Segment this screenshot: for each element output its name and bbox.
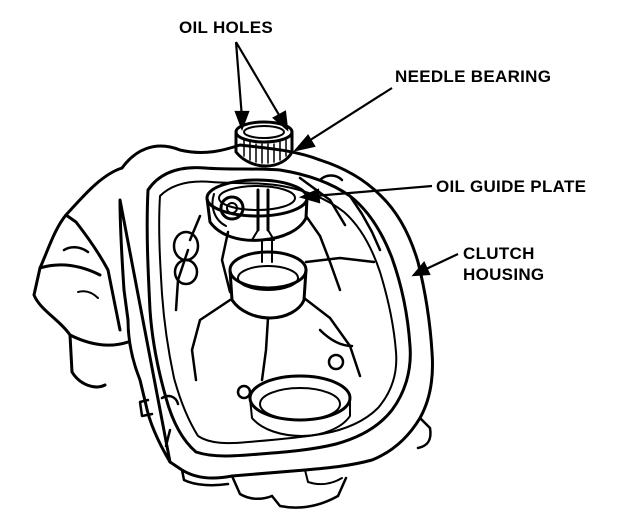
needle-bearing [234, 120, 294, 168]
lower-bore [248, 374, 352, 437]
clutch-housing-label-line2: HOUSING [463, 265, 545, 284]
oil-holes-leader-right [235, 41, 283, 121]
housing-left-flange [32, 166, 130, 389]
needle-bearing-arrowhead [293, 134, 316, 152]
clutch-housing-label: CLUTCH HOUSING [463, 243, 544, 285]
clutch-housing-arrowhead [411, 260, 431, 277]
internal-ribs [174, 176, 382, 382]
housing-bosses [138, 174, 345, 448]
oil-holes-arrowhead-right [272, 110, 289, 132]
needle-bearing-leader [303, 87, 393, 145]
oil-guide-plate-leader [313, 184, 433, 198]
upper-bore [228, 250, 308, 320]
needle-bearing-label: NEEDLE BEARING [395, 67, 552, 86]
oil-holes-leader-left [234, 41, 244, 119]
clutch-housing-label-line1: CLUTCH [463, 244, 535, 263]
center-shaft [251, 188, 275, 263]
housing-inner-rim [145, 166, 412, 458]
leader-lines [234, 41, 459, 277]
housing-outer-outline [118, 143, 434, 509]
oil-holes-label: OIL HOLES [179, 18, 274, 37]
clutch-housing-leader [423, 253, 459, 271]
oil-guide-plate-arrowhead [298, 188, 321, 204]
oil-holes-arrowhead-left [234, 110, 250, 132]
oil-guide-plate-label: OIL GUIDE PLATE [436, 177, 587, 196]
pinion-bearing [211, 193, 245, 227]
